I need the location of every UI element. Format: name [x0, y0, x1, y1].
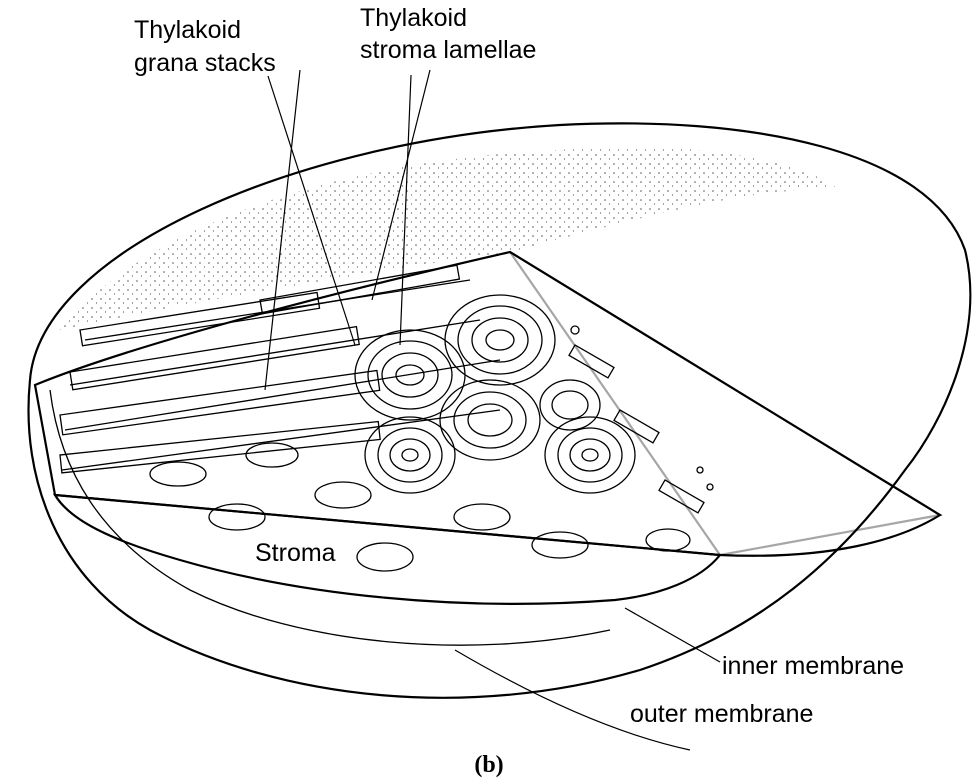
label-inner-membrane: inner membrane	[722, 652, 904, 680]
stroma-plane	[55, 495, 720, 604]
label-grana-stacks: Thylakoid grana stacks	[134, 16, 276, 77]
shell-shading	[60, 147, 840, 330]
stroma-discs	[150, 443, 690, 571]
label-stroma: Stroma	[255, 539, 336, 567]
granum-coils	[355, 295, 635, 493]
label-stroma-lamellae: Thylakoid stroma lamellae	[360, 4, 536, 64]
inner-membrane-rim	[50, 390, 610, 645]
label-outer-membrane: outer membrane	[630, 700, 813, 728]
right-face-stacks	[569, 326, 713, 513]
figure-caption: (b)	[474, 752, 503, 778]
